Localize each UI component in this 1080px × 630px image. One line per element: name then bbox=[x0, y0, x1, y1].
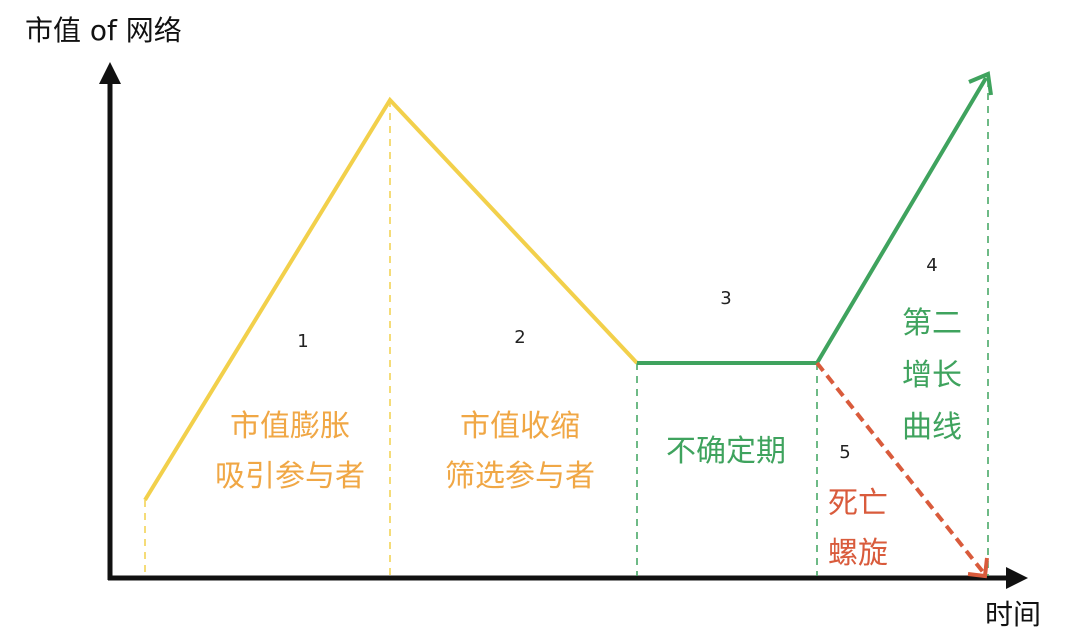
phase-5-line-1: 死亡 bbox=[828, 486, 888, 521]
phase-4-line-2: 增长 bbox=[902, 358, 962, 393]
phase-2-sublabel: 筛选参与者 bbox=[445, 459, 595, 494]
expansion-contraction-line bbox=[143, 96, 639, 502]
phase-5-line-2: 螺旋 bbox=[828, 536, 888, 571]
growth-arrow-head bbox=[968, 71, 993, 96]
phase-1-label: 市值膨胀 bbox=[230, 409, 350, 444]
death-spiral-arrow-head bbox=[967, 557, 989, 579]
phase-dividers bbox=[144, 80, 989, 576]
phase-3-number: 3 bbox=[720, 288, 731, 309]
phase-1-sublabel: 吸引参与者 bbox=[215, 459, 365, 494]
y-axis-arrow bbox=[99, 62, 121, 84]
phase-2-label: 市值收缩 bbox=[460, 409, 580, 444]
phase-4-line-1: 第二 bbox=[902, 306, 962, 341]
phase-3-label: 不确定期 bbox=[666, 434, 786, 469]
phase-4-number: 4 bbox=[926, 255, 937, 276]
death-spiral-line bbox=[815, 361, 985, 574]
phase-2-number: 2 bbox=[514, 327, 525, 348]
y-axis-label: 市值 of 网络 bbox=[25, 14, 182, 47]
x-axis-label: 时间 bbox=[985, 598, 1041, 630]
x-axis-arrow bbox=[1006, 567, 1028, 589]
phase-4-line-3: 曲线 bbox=[902, 410, 962, 445]
phase-1-number: 1 bbox=[297, 331, 308, 352]
phase-5-number: 5 bbox=[839, 442, 850, 463]
